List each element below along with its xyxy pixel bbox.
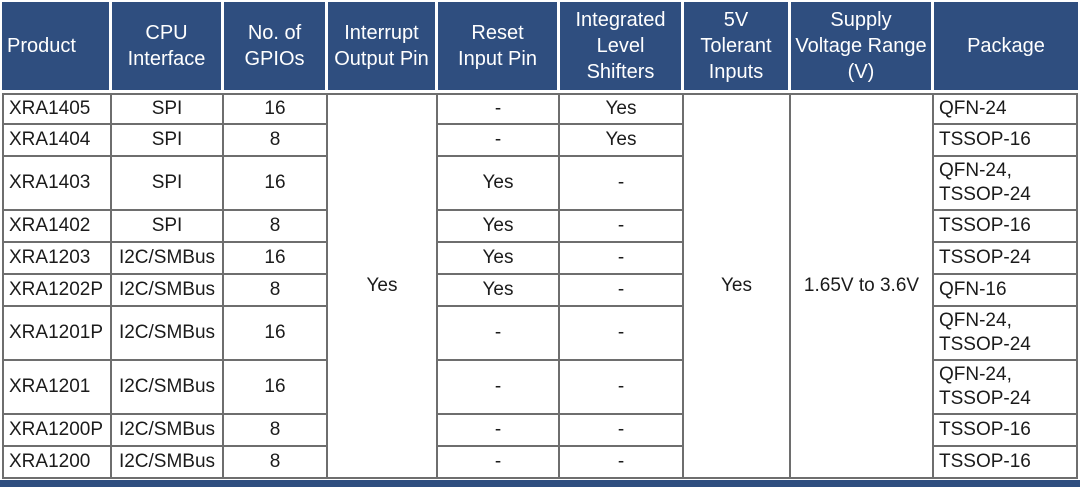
col-header-product: Product — [2, 2, 112, 93]
cell-cpu-interface: I2C/SMBus — [112, 415, 224, 447]
cell-reset-input-pin: Yes — [438, 211, 560, 243]
table-row: XRA1202P I2C/SMBus 8 Yes - QFN-16 — [2, 275, 1078, 307]
table-row: XRA1403 SPI 16 Yes - QFN-24, TSSOP-24 — [2, 157, 1078, 211]
cell-package: TSSOP-16 — [934, 447, 1078, 479]
col-header-package: Package — [934, 2, 1078, 93]
cell-package: QFN-24, TSSOP-24 — [934, 361, 1078, 415]
cell-level-shifters: - — [560, 275, 684, 307]
cell-cpu-interface: I2C/SMBus — [112, 447, 224, 479]
cell-reset-input-pin: - — [438, 125, 560, 157]
table-row: XRA1200P I2C/SMBus 8 - - TSSOP-16 — [2, 415, 1078, 447]
cell-cpu-interface: I2C/SMBus — [112, 243, 224, 275]
cell-package: QFN-16 — [934, 275, 1078, 307]
cell-level-shifters: - — [560, 447, 684, 479]
col-header-gpios: No. of GPIOs — [224, 2, 328, 93]
cell-product: XRA1201 — [2, 361, 112, 415]
cell-package: QFN-24 — [934, 93, 1078, 125]
cell-gpios: 16 — [224, 361, 328, 415]
table-row: XRA1200 I2C/SMBus 8 - - TSSOP-16 — [2, 447, 1078, 479]
cell-cpu-interface: SPI — [112, 157, 224, 211]
cell-gpios: 16 — [224, 307, 328, 361]
cell-product: XRA1201P — [2, 307, 112, 361]
cell-cpu-interface: SPI — [112, 211, 224, 243]
cell-product: XRA1200 — [2, 447, 112, 479]
col-header-interrupt-output-pin: Interrupt Output Pin — [328, 2, 438, 93]
cell-cpu-interface: SPI — [112, 93, 224, 125]
table-row: XRA1201 I2C/SMBus 16 - - QFN-24, TSSOP-2… — [2, 361, 1078, 415]
cell-reset-input-pin: - — [438, 447, 560, 479]
cell-gpios: 16 — [224, 157, 328, 211]
cell-gpios: 8 — [224, 211, 328, 243]
table-row: XRA1404 SPI 8 - Yes TSSOP-16 — [2, 125, 1078, 157]
cell-package: QFN-24, TSSOP-24 — [934, 157, 1078, 211]
cell-cpu-interface: I2C/SMBus — [112, 307, 224, 361]
bottom-accent-bar — [0, 480, 1080, 487]
cell-package: TSSOP-16 — [934, 211, 1078, 243]
cell-package: TSSOP-16 — [934, 125, 1078, 157]
cell-reset-input-pin: - — [438, 415, 560, 447]
cell-reset-input-pin: Yes — [438, 275, 560, 307]
col-header-5v-tolerant: 5V Tolerant Inputs — [684, 2, 791, 93]
cell-gpios: 8 — [224, 275, 328, 307]
cell-product: XRA1200P — [2, 415, 112, 447]
cell-cpu-interface: I2C/SMBus — [112, 361, 224, 415]
table-row: XRA1203 I2C/SMBus 16 Yes - TSSOP-24 — [2, 243, 1078, 275]
cell-level-shifters: - — [560, 243, 684, 275]
cell-reset-input-pin: - — [438, 307, 560, 361]
col-header-reset-input-pin: Reset Input Pin — [438, 2, 560, 93]
cell-product: XRA1203 — [2, 243, 112, 275]
cell-product: XRA1403 — [2, 157, 112, 211]
cell-level-shifters: Yes — [560, 93, 684, 125]
cell-reset-input-pin: Yes — [438, 157, 560, 211]
cell-cpu-interface: SPI — [112, 125, 224, 157]
cell-level-shifters: - — [560, 361, 684, 415]
product-comparison-table: Product CPU Interface No. of GPIOs Inter… — [2, 2, 1078, 479]
cell-reset-input-pin: - — [438, 361, 560, 415]
cell-product: XRA1402 — [2, 211, 112, 243]
cell-gpios: 8 — [224, 415, 328, 447]
cell-interrupt-output-pin-merged: Yes — [328, 93, 438, 479]
cell-level-shifters: - — [560, 307, 684, 361]
col-header-level-shifters: Integrated Level Shifters — [560, 2, 684, 93]
cell-product: XRA1405 — [2, 93, 112, 125]
cell-level-shifters: - — [560, 415, 684, 447]
table-header: Product CPU Interface No. of GPIOs Inter… — [2, 2, 1078, 93]
table-row: XRA1405 SPI 16 Yes - Yes Yes 1.65V to 3.… — [2, 93, 1078, 479]
table-row: XRA1201P I2C/SMBus 16 - - QFN-24, TSSOP-… — [2, 307, 1078, 361]
cell-product: XRA1202P — [2, 275, 112, 307]
table-row: XRA1402 SPI 8 Yes - TSSOP-16 — [2, 211, 1078, 243]
cell-gpios: 16 — [224, 93, 328, 125]
cell-package: TSSOP-16 — [934, 415, 1078, 447]
cell-product: XRA1404 — [2, 125, 112, 157]
cell-level-shifters: - — [560, 211, 684, 243]
cell-cpu-interface: I2C/SMBus — [112, 275, 224, 307]
cell-reset-input-pin: - — [438, 93, 560, 125]
col-header-supply-voltage-range: Supply Voltage Range (V) — [791, 2, 934, 93]
table-body: XRA1405 SPI 16 Yes - Yes Yes 1.65V to 3.… — [2, 93, 1078, 479]
cell-5v-tolerant-merged: Yes — [684, 93, 791, 479]
cell-level-shifters: - — [560, 157, 684, 211]
cell-gpios: 16 — [224, 243, 328, 275]
cell-supply-voltage-range-merged: 1.65V to 3.6V — [791, 93, 934, 479]
header-row: Product CPU Interface No. of GPIOs Inter… — [2, 2, 1078, 93]
cell-reset-input-pin: Yes — [438, 243, 560, 275]
cell-gpios: 8 — [224, 447, 328, 479]
cell-level-shifters: Yes — [560, 125, 684, 157]
cell-package: QFN-24, TSSOP-24 — [934, 307, 1078, 361]
cell-gpios: 8 — [224, 125, 328, 157]
cell-package: TSSOP-24 — [934, 243, 1078, 275]
col-header-cpu-interface: CPU Interface — [112, 2, 224, 93]
